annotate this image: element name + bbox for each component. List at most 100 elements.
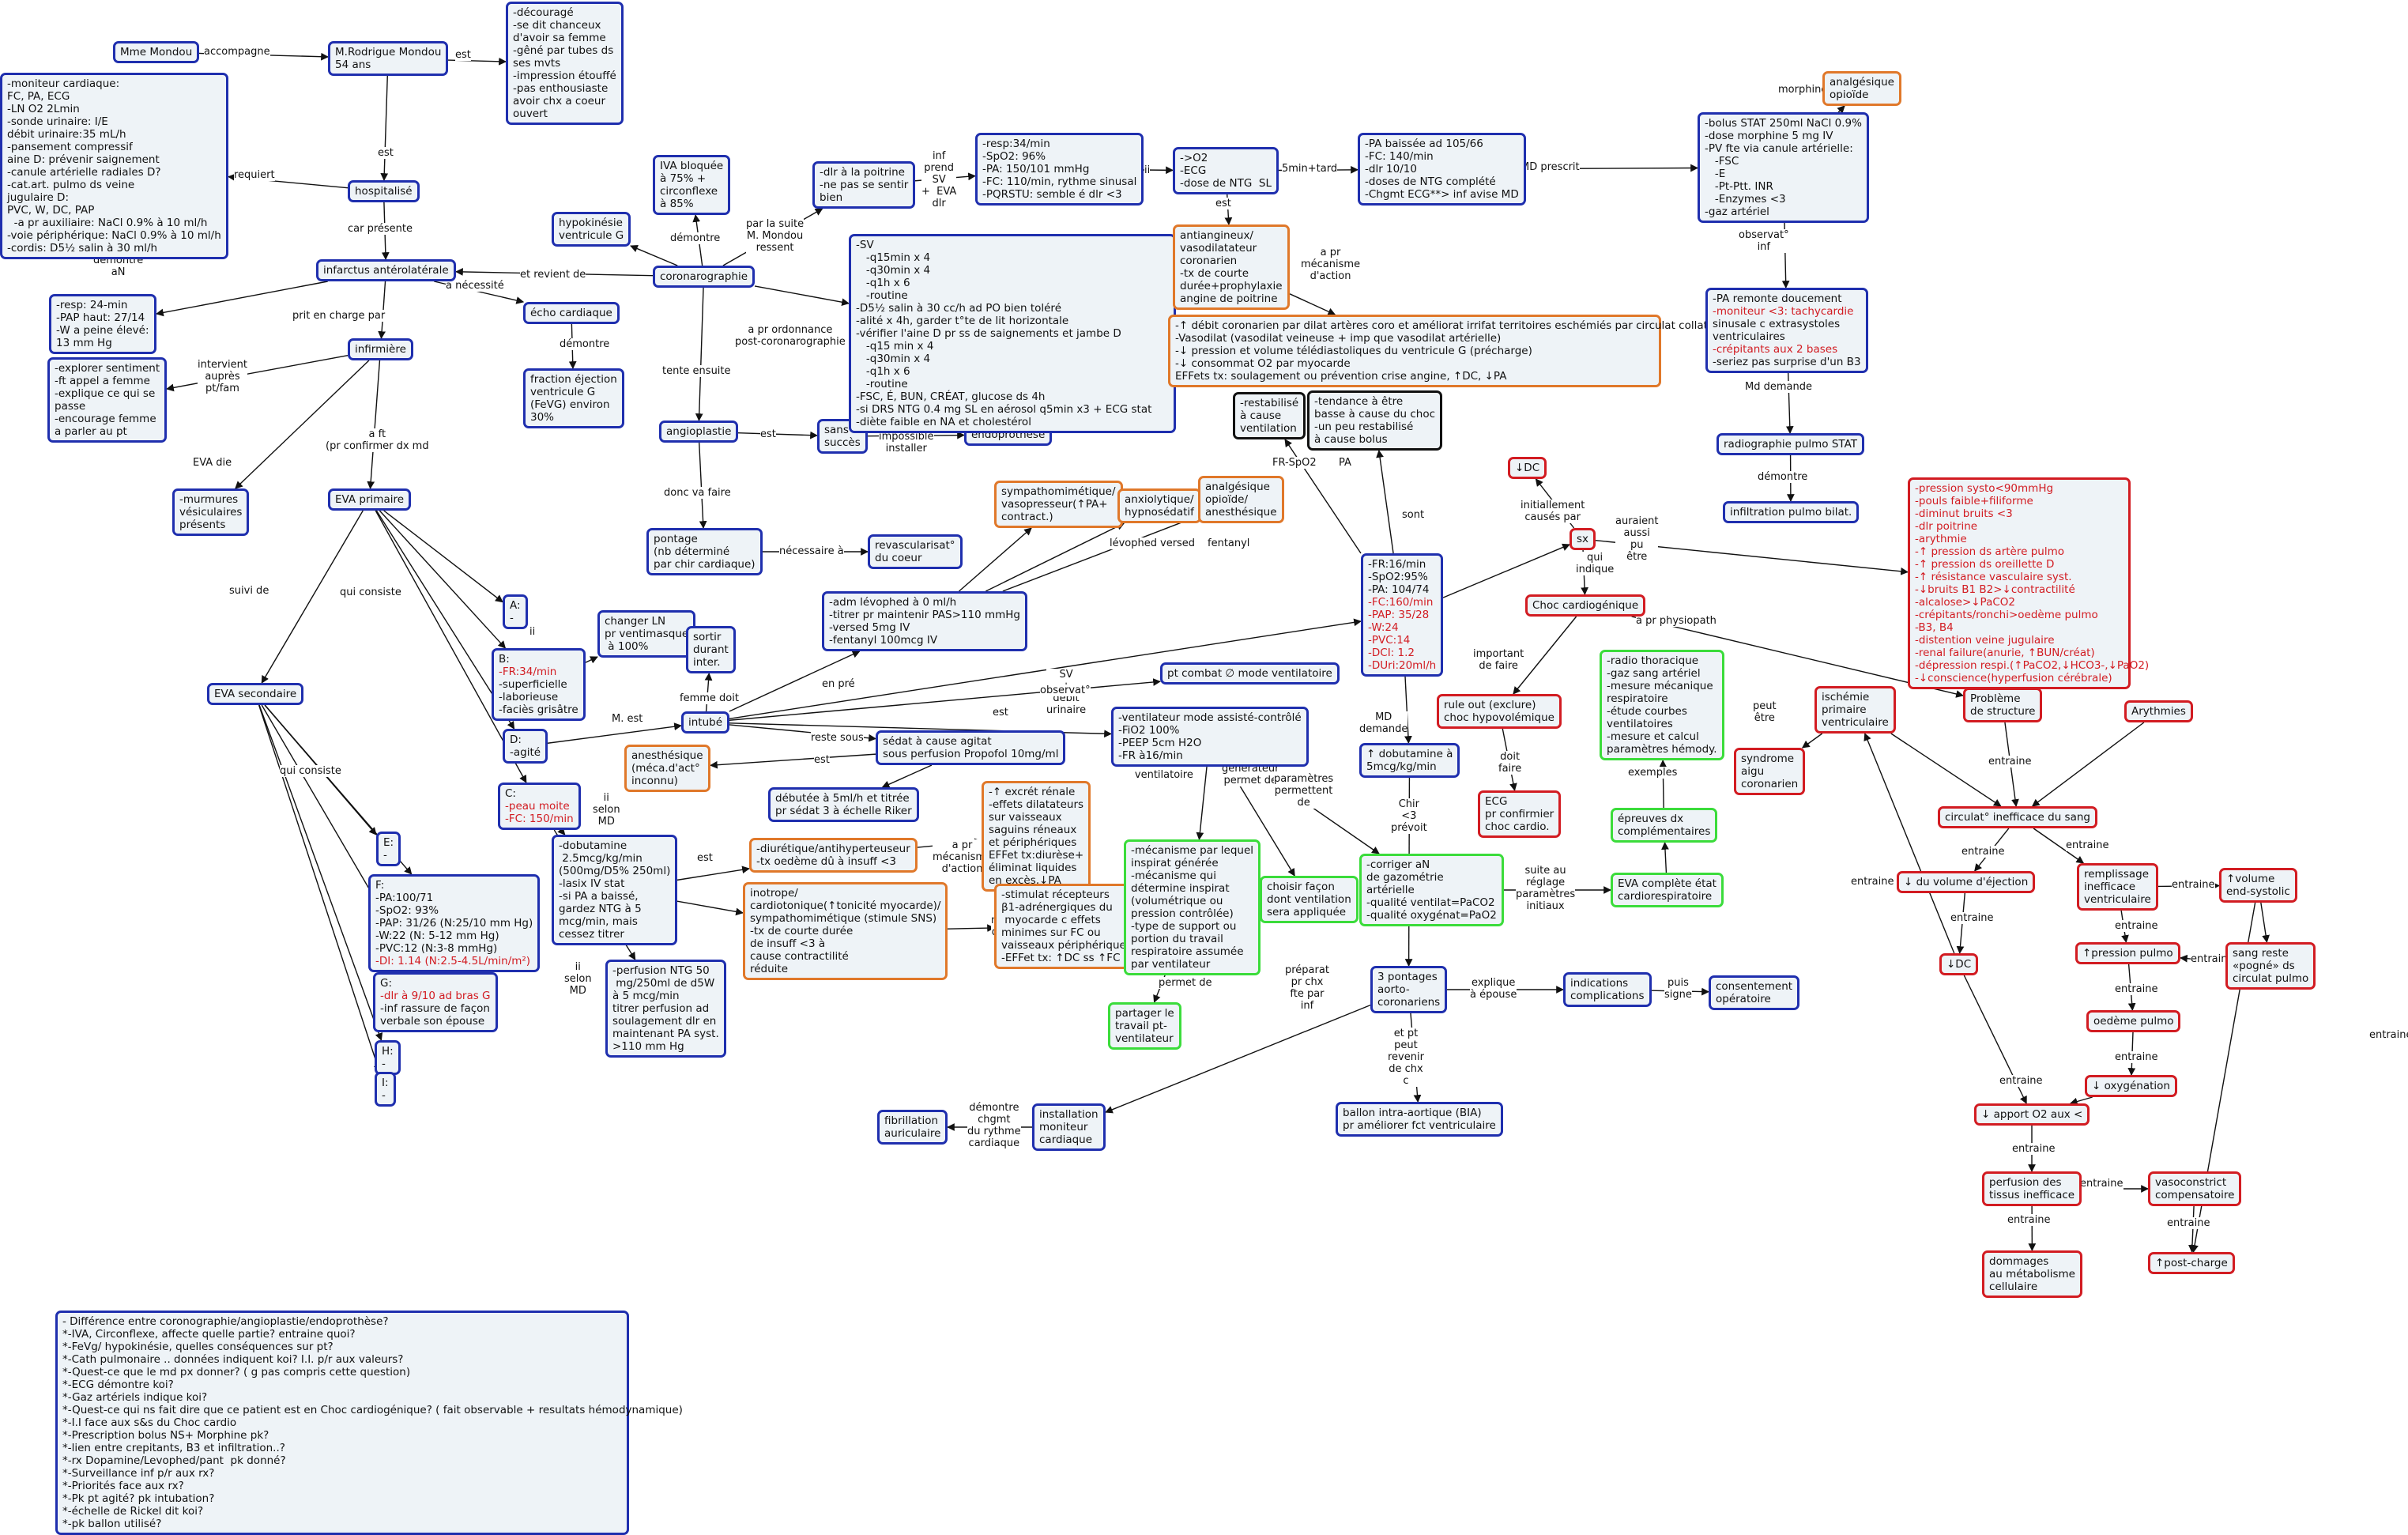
link-label: qui consiste [280,765,341,777]
connector-arrow [2033,722,2144,806]
connector-arrow [548,726,681,743]
node-line: a parler au pt [55,425,127,438]
node-line: sédat à cause agitat [883,735,992,748]
node-line: rule out (exclure) [1444,699,1536,711]
connector-arrow [677,901,743,913]
node-line: (nb déterminé [654,545,729,558]
node-line: -FR:34/min [499,666,556,678]
connector-arrow [1443,545,1570,598]
node-line: ouvert [513,107,548,120]
node-restabilise: -restabilisé à cause ventilation [1233,392,1306,439]
node-line: *-Cath pulmonaire .. données indiquent k… [62,1353,403,1366]
node-line: -PA remonte doucement [1713,292,1842,305]
node-line: -dlr à la poitrine [820,166,905,179]
node-line: angioplastie [666,425,731,438]
link-label: doit faire [1498,751,1521,775]
node-line: de insuff <3 à [750,937,825,950]
node-choc: Choc cardiogénique [1525,594,1645,617]
node-line: -agité [510,746,541,759]
node-line: -dobutamine [559,839,627,852]
link-label: requiert [234,169,275,181]
node-line: circulat° inefficace du sang [1945,811,2090,824]
node-tendance: -tendance à être basse à cause du choc -… [1307,390,1442,451]
node-line: -dose de NTG SL [1180,177,1272,190]
node-line: pr ventimasque [605,628,688,640]
link-label: a pr physiopath [1636,615,1717,627]
node-consentement: consentement opératoire [1709,975,1799,1010]
link-label: qui indique [1576,552,1614,575]
node-line: aorto- [1377,983,1410,996]
node-line: ↓DC [1515,462,1539,474]
node-I: I: - [375,1072,396,1107]
node-choisirfacon: choisir façon dont ventilation sera appl… [1260,876,1359,923]
node-line: cardiaque [1039,1133,1092,1146]
node-installmon: installation moniteur cardiaque [1032,1103,1106,1151]
node-line: ↑volume [2226,873,2274,885]
node-echo: écho cardiaque [523,302,620,324]
link-label: est [697,852,713,864]
node-syndrome: syndrome aigu coronarien [1734,748,1805,795]
node-line: *-échelle de Rickel dit koi? [62,1505,203,1518]
node-line: artérielle [1366,884,1415,896]
node-decourage: -découragé -se dit chanceux d'avoir sa f… [506,2,624,125]
node-line: opératoire [1716,993,1771,1005]
link-label: a pr mécanisme d'action [1301,247,1360,282]
link-label: suivi de [229,585,269,597]
link-label: est [993,707,1008,718]
link-label: qui consiste [340,586,401,598]
node-line: ischémie [1822,691,1869,703]
node-line: jugulaire D: [7,191,69,204]
node-line: -PV fte via canule artérielle: [1705,142,1853,155]
node-line: basse à cause du choc [1314,408,1435,421]
node-line: -superficielle [499,678,567,691]
node-line: écho cardiaque [530,307,612,319]
node-line: ↓ oxygénation [2092,1080,2170,1092]
node-coronaro: coronarographie [653,266,755,288]
node-line: -bolus STAT 250ml NaCl 0.9% [1705,117,1862,130]
link-label: entraine [2080,1178,2123,1190]
node-line: -dlr 10/10 [1365,163,1417,175]
node-line: -fentanyl 100mcg IV [829,634,937,647]
node-line: sympathomimétique/ [1001,485,1116,498]
connector-arrow [2261,903,2267,942]
node-line: PVC, W, DC, PAP [7,204,94,217]
node-line: ↑ dobutamine à [1366,748,1453,760]
node-line: EVA complète état [1618,877,1717,890]
node-line: -dépression respi.(↑PaCO2,↓HCO3-,↓PaO2) [1915,659,2149,672]
link-label: FR-SpO2 [1272,457,1317,469]
node-line: FC, PA, ECG [7,90,70,103]
node-line: à 100% [605,640,648,653]
node-line: - [382,1089,386,1102]
node-line: -si PA a baissé, [559,890,639,903]
node-fraction: fraction éjection ventricule G (FeVG) en… [523,368,624,428]
node-line: 2.5mcg/kg/min [559,852,643,865]
node-line: débit urinaire:35 mL/h [7,128,126,141]
node-line: -ft appel a femme [55,375,150,387]
node-line: EFFets tx: soulagement ou prévention cri… [1175,370,1506,383]
node-line: *-Quest-ce que le md px donner? ( g pas … [62,1366,410,1378]
node-line: E: [383,836,394,849]
link-label: tente ensuite [662,365,731,377]
connector-arrow [236,360,369,488]
node-line: primaire [1822,703,1867,716]
link-label: inf prend SV + EVA dlr [921,150,956,209]
node-line: -versed 5mg IV [829,621,910,634]
node-line: vaisseaux périphérique [1001,939,1126,952]
connector-arrow [371,360,380,488]
node-line: -↓conscience(hyperfusion cérébrale) [1915,672,2112,685]
link-label: puis signe [1664,977,1692,1001]
node-line: -cordis: D5½ salin à 30 ml/h [7,242,157,255]
node-line: cardiotonique(↑tonicité myocarde)/ [750,900,940,912]
link-label: observat° [1040,685,1091,696]
link-label: et pt peut revenir de chx c [1388,1028,1424,1087]
node-B: B: -FR:34/min -superficielle -laborieuse… [492,648,586,721]
node-line: -↑ pression ds artère pulmo [1915,545,2064,558]
node-line: verbale son épouse [380,1015,484,1028]
link-label: entraine [2369,1029,2408,1041]
node-line: -PAP: 31/26 (N:25/10 mm Hg) [375,917,533,930]
node-line: bien [820,191,842,204]
node-line: -explique ce qui se [55,387,155,400]
node-line: -pas enthousiaste [513,82,608,95]
node-sv: -SV -q15min x 4 -q30min x 4 -q1h x 6 -ro… [849,234,1176,433]
node-radiostat: radiographie pulmo STAT [1717,433,1864,455]
